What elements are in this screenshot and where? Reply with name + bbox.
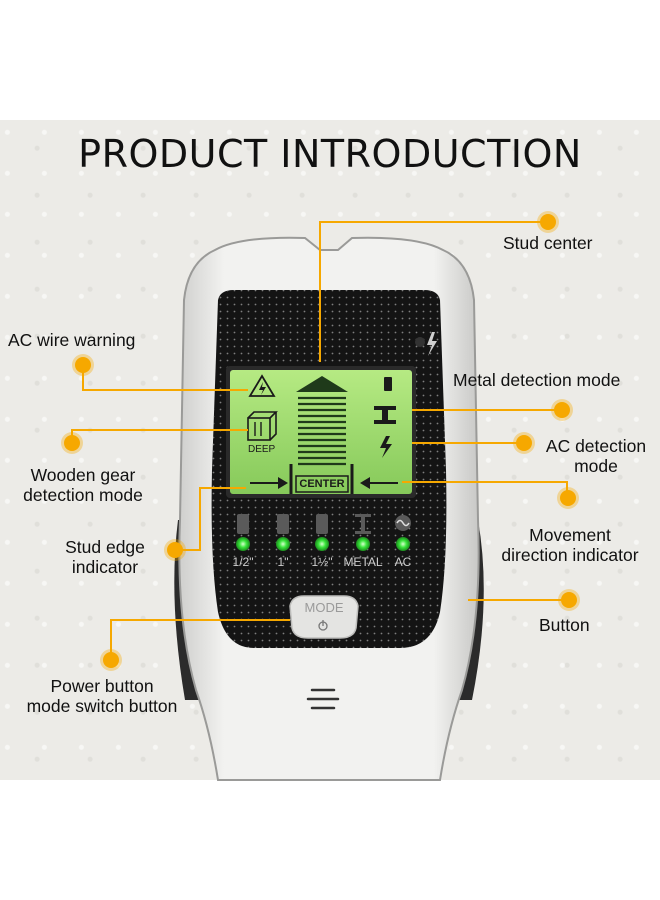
lcd-screen: [226, 366, 416, 498]
center-indicator: [289, 464, 354, 494]
indicator-label-metal: METAL: [343, 555, 383, 569]
label-ac-detection-line1: AC detection: [545, 436, 647, 456]
callout-dot-stud-edge: [167, 542, 183, 558]
callout-dot-wooden: [64, 435, 80, 451]
page-title: PRODUCT INTRODUCTION: [78, 132, 582, 176]
indicator-leds: [236, 537, 410, 551]
sensor-dot: [415, 337, 425, 347]
label-metal-detection-mode: Metal detection mode: [453, 370, 621, 390]
ac-mode-icon: [380, 436, 392, 458]
metal-mode-icon: [374, 406, 396, 424]
lcd-center-label: CENTER: [299, 478, 345, 490]
label-wooden-line1: Wooden gear: [30, 465, 136, 485]
stud-bar-graph: [296, 376, 348, 466]
label-power-button: Power button mode switch button: [6, 676, 198, 716]
label-stud-center: Stud center: [503, 233, 593, 253]
label-movement-direction: Movement direction indicator: [482, 525, 658, 565]
label-movement-line1: Movement: [529, 525, 611, 545]
label-ac-wire-warning: AC wire warning: [8, 330, 136, 350]
arrow-left-icon: [360, 477, 398, 489]
callout-dot-movement: [560, 490, 576, 506]
label-ac-detection-line2: mode: [574, 456, 618, 476]
lcd-deep-label: DEEP: [248, 444, 276, 455]
power-bolt-icon: [427, 332, 437, 356]
mode-button-shape: [289, 595, 359, 639]
arrow-right-icon: [250, 477, 288, 489]
indicator-label-ac: AC: [394, 555, 412, 569]
label-ac-detection-mode: AC detection mode: [536, 436, 656, 476]
indicator-label-half-inch: 1/2": [232, 555, 254, 569]
label-wooden-line2: detection mode: [23, 485, 143, 505]
callout-dot-stud-center: [540, 214, 556, 230]
callout-dot-metal-mode: [554, 402, 570, 418]
label-stud-edge-line1: Stud edge: [65, 537, 145, 557]
mode-button-label: MODE: [304, 600, 344, 615]
label-movement-line2: direction indicator: [501, 545, 639, 565]
callout-dot-power: [103, 652, 119, 668]
callout-dot-ac-warning: [75, 357, 91, 373]
ac-warning-icon: [248, 374, 276, 397]
label-power-line2: mode switch button: [26, 696, 178, 716]
indicator-label-one-inch: 1": [277, 555, 289, 569]
speaker-grille: [306, 688, 340, 710]
battery-icon: [384, 377, 392, 391]
label-stud-edge: Stud edge indicator: [50, 537, 160, 577]
label-button: Button: [539, 615, 590, 635]
callout-dot-ac-mode: [516, 435, 532, 451]
callout-dot-button: [561, 592, 577, 608]
label-power-line1: Power button: [50, 676, 154, 696]
indicator-label-one-half-inch: 1½": [311, 555, 333, 569]
label-stud-edge-line2: indicator: [71, 557, 139, 577]
label-wooden-gear: Wooden gear detection mode: [8, 465, 158, 505]
